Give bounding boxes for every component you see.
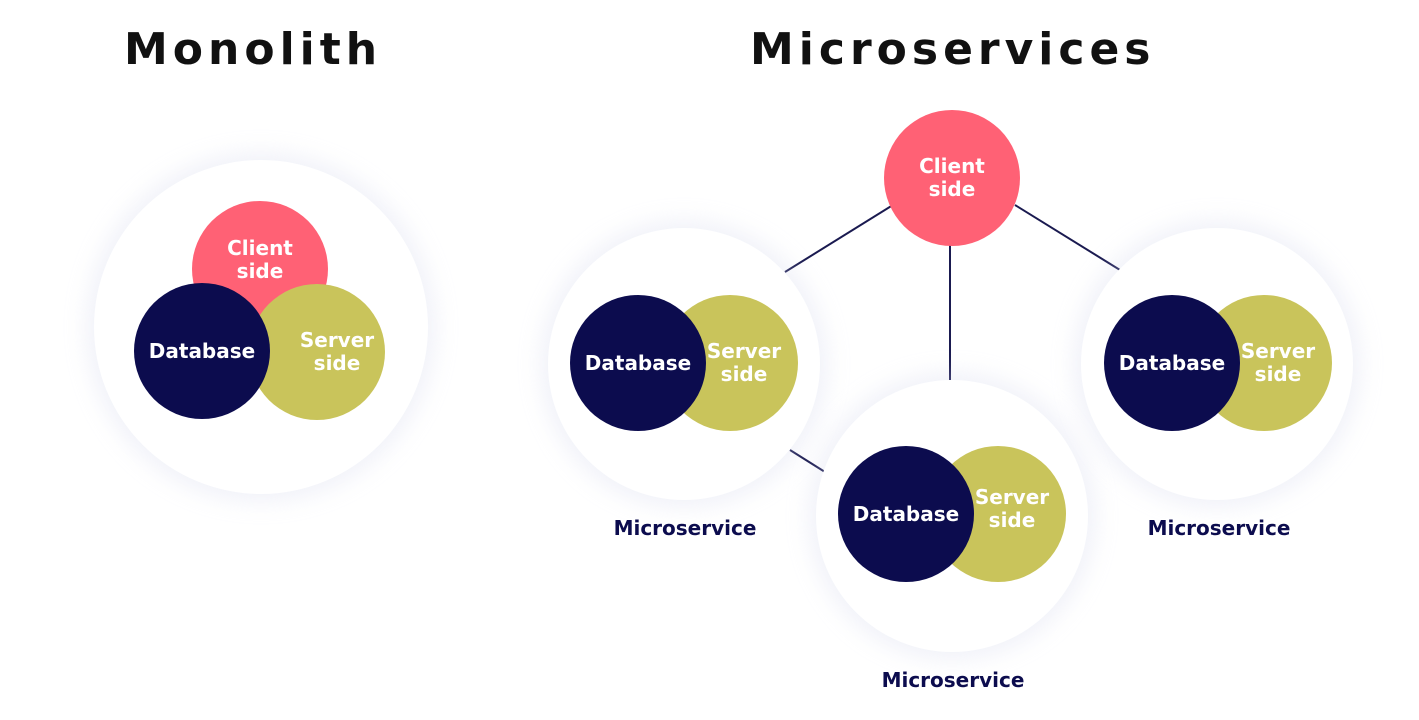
monolith-database-label: Database (148, 338, 256, 363)
microservices-client-side: Client side (884, 110, 1020, 246)
microservice-left-server-label: Server side (706, 339, 782, 386)
microservice-bottom-server-label: Server side (974, 485, 1050, 532)
connector-left-to-bottom-service (789, 449, 826, 473)
microservice-right-caption: Microservice (1147, 516, 1291, 540)
monolith-client-label: Client side (227, 236, 293, 283)
monolith-database: Database (134, 283, 270, 419)
microservices-title: Microservices (750, 24, 1156, 75)
microservices-client-label: Client side (919, 154, 985, 201)
microservice-right-database: Database (1104, 295, 1240, 431)
microservice-left-caption: Microservice (613, 516, 757, 540)
monolith-server-label: Server side (299, 328, 375, 375)
microservice-bottom-caption: Microservice (881, 668, 1025, 692)
microservice-right-server-label: Server side (1240, 339, 1316, 386)
microservice-left-database: Database (570, 295, 706, 431)
connector-client-to-left-service (784, 204, 894, 273)
connector-client-to-right-service (1014, 204, 1121, 271)
microservice-left-database-label: Database (584, 350, 692, 375)
monolith-server-side: Server side (249, 284, 385, 420)
microservice-right-database-label: Database (1118, 350, 1226, 375)
monolith-title: Monolith (124, 24, 383, 75)
microservice-bottom-database: Database (838, 446, 974, 582)
microservice-bottom-database-label: Database (852, 501, 960, 526)
